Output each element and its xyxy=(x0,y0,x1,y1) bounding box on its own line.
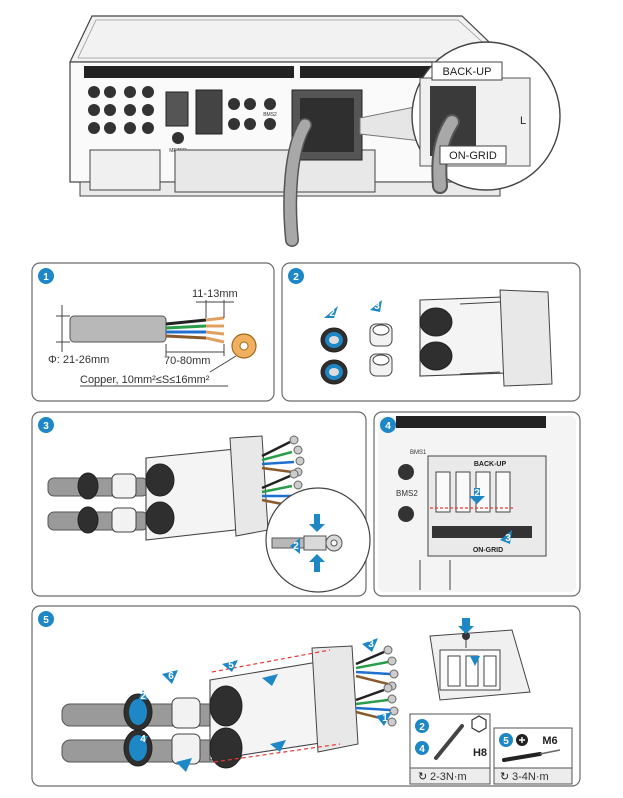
tool-box-screwdriver: 5 M6 ↻ 3-4N·m xyxy=(493,727,573,785)
step-4-panel: 4 BMS1 BMS2 BACK-UP ON-GRID 2 3 xyxy=(373,411,581,597)
step4-ongrid-label: ON-GRID xyxy=(473,547,503,554)
step-3-number: 3 xyxy=(43,421,49,432)
callout-3: 3 xyxy=(362,638,378,652)
dim-copper-spec: Copper, 10mm²≤S≤16mm² xyxy=(80,374,210,386)
step-4-badge xyxy=(380,417,396,433)
tool-a-bit: H8 xyxy=(473,747,487,759)
step-2-callout-b: 3 xyxy=(374,301,380,312)
tool-a-step-2: 4 xyxy=(419,744,425,755)
tool-b-bit: M6 xyxy=(542,735,557,747)
step-2-badge xyxy=(288,268,304,284)
hex-wrench-icon xyxy=(434,724,464,760)
svg-text:1: 1 xyxy=(382,713,388,724)
zoom-detail: L BACK-UP ON-GRID xyxy=(411,41,561,194)
dim-strip-length: 11-13mm xyxy=(192,288,238,300)
step-5-number: 5 xyxy=(43,615,49,626)
press-up-icon xyxy=(309,554,325,572)
step-3-badge xyxy=(38,417,54,433)
step-2-number: 2 xyxy=(293,272,299,283)
ongrid-label: ON-GRID xyxy=(449,150,497,162)
tool-a-step-1: 2 xyxy=(419,722,425,733)
svg-text:6: 6 xyxy=(168,671,174,682)
callout-2: 2 xyxy=(138,690,148,702)
step4-bms2-label: BMS2 xyxy=(396,489,418,498)
callout-6: 6 xyxy=(162,670,192,772)
connector-housing-icon xyxy=(419,289,553,387)
svg-text:3: 3 xyxy=(368,639,374,650)
backup-label: BACK-UP xyxy=(443,66,492,78)
step-2-callout-a: 2 xyxy=(329,308,335,319)
cable-jacket xyxy=(69,315,167,343)
step-4-number: 4 xyxy=(385,421,391,432)
tool-box-wrench: 2 4 H8 ↻ 2-3N·m xyxy=(409,713,491,785)
step-1-panel: 1 11-13mm Φ: 21-26mm 70-80mm Copper, 10m… xyxy=(31,262,275,402)
svg-text:2: 2 xyxy=(140,691,146,702)
svg-text:5: 5 xyxy=(228,660,234,671)
tool-b-torque: 3-4N·m xyxy=(512,771,549,783)
backup-tag xyxy=(431,61,503,81)
step-2-panel: 2 2 3 xyxy=(281,262,581,402)
seal-ring-icon xyxy=(369,323,393,377)
callout-5: 5 xyxy=(222,660,286,752)
step-4-callout-a: 2 xyxy=(474,488,480,499)
torque-cw-icon-b: ↻ xyxy=(500,771,509,783)
dim-sheath-length: 70-80mm xyxy=(164,355,210,367)
step-4-callout-b: 3 xyxy=(505,533,511,544)
step-3-panel: 3 xyxy=(31,411,371,597)
bms1-label: BMS1 xyxy=(410,450,427,456)
svg-text:4: 4 xyxy=(140,734,146,745)
press-down-icon xyxy=(309,514,325,532)
sealing-nut-icon xyxy=(320,327,348,385)
step-3-callout: 2 xyxy=(293,541,299,552)
step-1-badge xyxy=(38,268,54,284)
callout-4: 4 xyxy=(138,734,148,746)
screwdriver-icon xyxy=(502,752,542,762)
hex-bit-icon xyxy=(471,715,487,733)
callout-1: 1 xyxy=(376,712,392,726)
step-5-badge xyxy=(38,611,54,627)
step-1-number: 1 xyxy=(43,272,49,283)
tool-a-torque: 2-3N·m xyxy=(430,771,467,783)
tool-b-step: 5 xyxy=(503,736,509,747)
dim-cable-diameter: Φ: 21-26mm xyxy=(48,354,109,366)
l-label: L xyxy=(520,115,526,127)
step4-backup-label: BACK-UP xyxy=(474,461,507,468)
bracket-detail xyxy=(429,618,531,701)
torque-cw-icon-a: ↻ xyxy=(418,771,427,783)
ongrid-tag xyxy=(439,145,507,165)
step-5-panel: 5 1 2 xyxy=(31,605,581,787)
bms2-label: BMS2 xyxy=(263,112,277,118)
